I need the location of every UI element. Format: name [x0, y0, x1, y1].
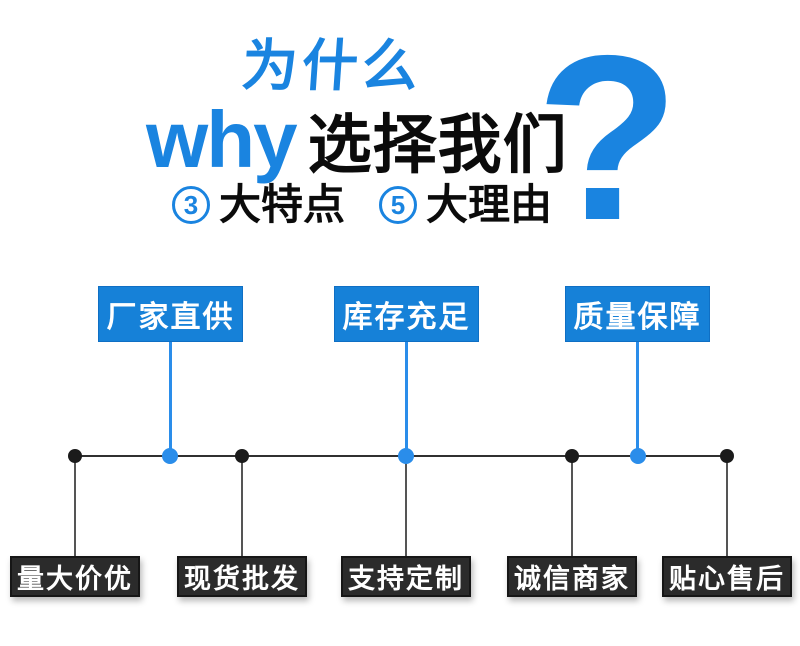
connector-dot-dark: [565, 449, 579, 463]
feature-box-factory-direct: 厂家直供: [98, 286, 243, 342]
title-choose-us: 选择我们: [307, 109, 568, 181]
connector-line-dark: [726, 456, 728, 556]
title-why-english: why: [146, 95, 298, 184]
connector-line-blue: [169, 342, 172, 455]
feature-box-ample-stock: 库存充足: [334, 286, 479, 342]
reason-box-customization: 支持定制: [341, 556, 471, 597]
badge-label-reasons: 大理由: [426, 181, 553, 228]
question-mark-icon: ?: [535, 6, 680, 269]
connector-dot-dark: [235, 449, 249, 463]
feature-box-quality-guarantee: 质量保障: [565, 286, 710, 342]
connector-line-dark: [241, 456, 243, 556]
connector-dot-dark: [68, 449, 82, 463]
badge-circle-5: 5: [379, 186, 418, 224]
connector-dot-dark: [720, 449, 734, 463]
connector-dot-blue: [162, 448, 178, 464]
connector-line-blue: [405, 342, 408, 455]
badge-circle-3: 3: [172, 186, 210, 224]
connector-dot-blue: [398, 448, 414, 464]
badge-label-features: 大特点: [219, 181, 346, 228]
connector-line-dark: [405, 456, 407, 556]
reason-box-wholesale: 现货批发: [177, 556, 307, 597]
reason-box-after-sales: 贴心售后: [662, 556, 792, 597]
connector-line-dark: [571, 456, 573, 556]
title-row: why 选择我们: [146, 100, 568, 180]
title-top-chinese: 为什么: [239, 34, 425, 97]
badge-row: 3 大特点 5 大理由: [172, 184, 552, 226]
connector-dot-blue: [630, 448, 646, 464]
badge-reasons: 5 大理由: [379, 184, 552, 226]
connector-line-dark: [74, 456, 76, 556]
badge-features: 3 大特点: [172, 184, 345, 226]
connector-line-blue: [636, 342, 639, 455]
reason-box-honest-seller: 诚信商家: [507, 556, 637, 597]
reason-box-bulk-price: 量大价优: [10, 556, 140, 597]
